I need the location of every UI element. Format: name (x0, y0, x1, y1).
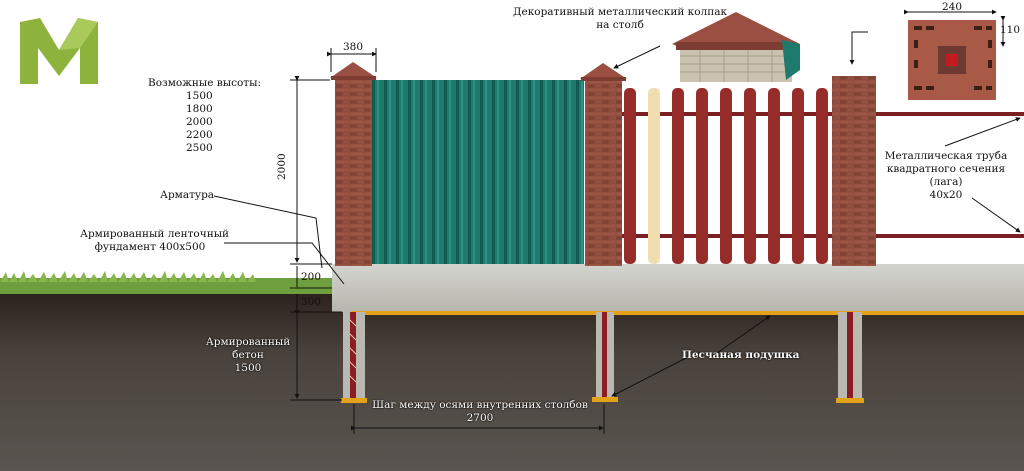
cap-detail (672, 12, 800, 82)
pile-middle (592, 312, 618, 402)
spacing-label-line: Шаг между осями внутренних столбов (372, 399, 588, 411)
foundation-label: Армированный ленточный фундамент 400х500 (80, 228, 230, 254)
pillar-width-dimension: 380 (343, 41, 364, 53)
height-value: 1500 (186, 90, 213, 102)
pipe-label-line: квадратного сечения (886, 163, 1006, 175)
pile-right (836, 312, 864, 403)
profiled-sheet-panel (372, 80, 584, 264)
brick-width-dimension: 240 (942, 1, 963, 13)
height-value: 2500 (186, 142, 213, 154)
possible-heights: Возможные высоты: 1500 1800 2000 2200 25… (148, 77, 261, 155)
spacing-label: Шаг между осями внутренних столбов 2700 (370, 399, 590, 425)
height-value: 2200 (186, 129, 213, 141)
pipe-label-line: Металлическая труба (884, 150, 1008, 162)
dimension-lines (290, 9, 1006, 434)
fence-height-dimension: 2000 (276, 153, 288, 180)
cap-label-line: Декоративный металлический колпак (512, 6, 728, 18)
sand-cushion-label: Песчаная подушка (682, 349, 800, 361)
concrete-label-line: бетон (232, 349, 264, 361)
concrete-label-line: 1500 (234, 362, 262, 374)
pile-left (341, 312, 367, 403)
m-logo-icon (20, 18, 98, 84)
pipe-label: Металлическая труба квадратного сечения … (884, 150, 1008, 202)
foundation-label-line: Армированный ленточный (80, 228, 230, 240)
cap-label-line: на столб (596, 19, 644, 31)
grass-blades (0, 271, 256, 282)
cap-label: Декоративный металлический колпак на сто… (500, 6, 740, 32)
brick-pillar-right (832, 76, 876, 266)
rebar-label: Арматура (160, 189, 215, 201)
brick-pillar-left (330, 62, 377, 266)
foundation-strip (332, 264, 1024, 312)
pipe-label-line: 40х20 (929, 189, 963, 201)
sand-cushion-strip (352, 311, 1024, 315)
foundation-above-dimension: 200 (301, 271, 322, 283)
leader-lines (213, 31, 1021, 397)
spacing-label-line: 2700 (466, 412, 494, 424)
height-value: 1800 (186, 103, 213, 115)
soil-layer (0, 292, 1024, 471)
pipe-label-line: (лага) (929, 176, 963, 188)
brick-pillar-middle (580, 63, 627, 266)
heights-title: Возможные высоты: (148, 77, 261, 89)
concrete-label: Армированный бетон 1500 (204, 336, 292, 375)
height-value: 2000 (186, 116, 213, 128)
concrete-label-line: Армированный (205, 336, 291, 348)
foundation-label-line: фундамент 400х500 (94, 241, 206, 253)
picket-fence (624, 88, 828, 264)
brick-height-dimension: 110 (1000, 24, 1021, 36)
foundation-below-dimension: 300 (301, 296, 322, 308)
brick-cross-section (908, 20, 996, 100)
